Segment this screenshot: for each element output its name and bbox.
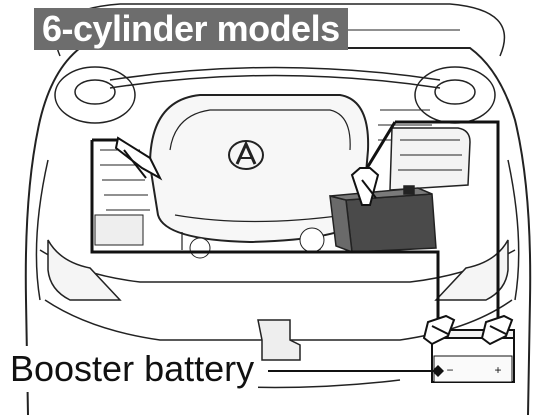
engine-cover xyxy=(148,94,370,250)
strut-tower-left xyxy=(54,66,136,124)
booster-positive-terminal-label: + xyxy=(494,363,501,377)
booster-battery-label: Booster battery xyxy=(6,346,259,392)
leader-arrow-icon xyxy=(432,365,444,377)
strut-brace xyxy=(109,66,441,89)
clamp-booster-positive-icon xyxy=(480,314,514,346)
jumper-cable-positive xyxy=(365,120,500,322)
strut-tower-right xyxy=(414,66,496,124)
acura-logo-icon xyxy=(226,138,266,172)
clamp-positive-car-icon xyxy=(350,167,380,206)
booster-battery xyxy=(431,329,515,383)
diagram-title: 6-cylinder models xyxy=(34,8,348,50)
booster-negative-terminal-label: − xyxy=(446,363,453,377)
air-box xyxy=(389,127,471,191)
jumper-cable-negative xyxy=(90,140,440,322)
front-bumper xyxy=(39,239,516,389)
vehicle-battery xyxy=(329,185,437,254)
clamp-booster-negative-icon xyxy=(422,314,456,346)
clamp-ground-icon xyxy=(114,136,163,181)
